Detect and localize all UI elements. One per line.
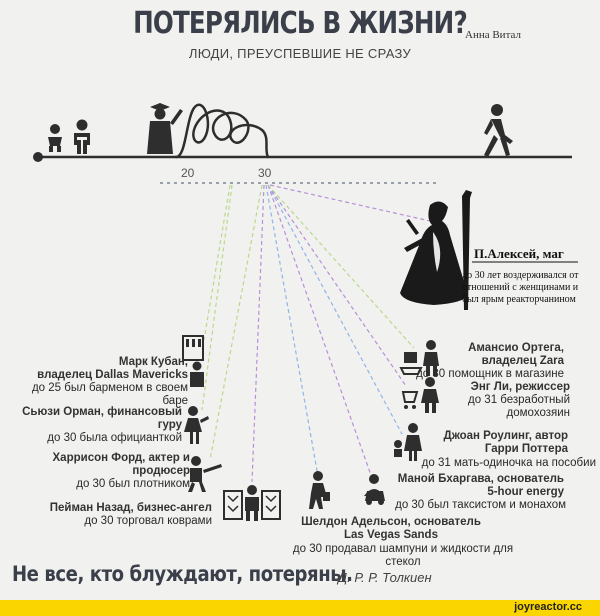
person-before: до 30 продавал шампуни и жидкости для	[292, 543, 514, 555]
boy-icon	[74, 119, 90, 154]
person-name: Харрисон Форд, актер и продюсер	[52, 452, 190, 477]
quote-author: Д. Р. Р. Толкиен	[338, 570, 432, 585]
person-before: до 30 был плотником	[76, 478, 190, 490]
timeline-start-dot	[33, 152, 43, 162]
waitress-icon	[184, 406, 209, 444]
person-role: Las Vegas Sands	[344, 529, 438, 541]
walking-person-icon	[484, 104, 513, 157]
person-name: Джоан Роулинг, автор	[443, 430, 568, 442]
wizard-line: отношений с женщинами и	[462, 282, 579, 293]
person-suze-orman: Сьюзи Орман, финансовый гуру до 30 была …	[0, 406, 182, 445]
age-tick-30: 30	[258, 166, 272, 180]
age-tick-20: 20	[181, 166, 195, 180]
wizard-name: П.Алексей, маг	[474, 246, 564, 261]
person-before: до 31 мать-одиночка на пособии	[421, 457, 596, 469]
person-name: Энг Ли, режиссер	[470, 381, 570, 393]
scribble-path	[174, 103, 270, 159]
connector-lines	[201, 184, 449, 483]
taxi-driver-icon	[365, 491, 385, 505]
carpet-seller-icon	[223, 485, 281, 521]
person-manoj-bhargava: Маной Бхаргава, основатель 5-hour energy	[380, 473, 564, 499]
person-before-cont: стекол	[385, 556, 421, 568]
graduate-icon	[147, 103, 183, 154]
person-joanne-rowling: Джоан Роулинг, автор Гарри Поттера	[390, 430, 568, 456]
person-joanne-rowling-before: до 31 мать-одиночка на пособии	[400, 457, 596, 470]
site-link[interactable]: joyreactor.cc	[514, 601, 582, 613]
person-before: до 31 безработный	[468, 394, 570, 406]
author-credit: Анна Витал	[465, 29, 521, 41]
person-sheldon-adelson-before: до 30 продавал шампуни и жидкости для ст…	[288, 543, 518, 569]
person-before: до 30 помощник в магазине	[416, 368, 564, 380]
child-icon	[48, 124, 62, 152]
person-sheldon-adelson: Шелдон Адельсон, основатель Las Vegas Sa…	[288, 516, 494, 542]
person-amancio-ortega: Амансио Ортега, владелец Zara до 30 помо…	[380, 342, 564, 381]
person-role: владелец Dallas Mavericks	[37, 369, 188, 381]
wizard-description: до 30 лет воздерживался от отношений с ж…	[462, 270, 594, 306]
site-footer-bar: joyreactor.cc	[0, 600, 600, 616]
person-name: Пейман Назад, бизнес-ангел	[49, 502, 212, 514]
person-payman-nazad: Пейман Назад, бизнес-ангел до 30 торгова…	[20, 502, 212, 528]
person-before: до 30 торговал коврами	[84, 515, 212, 527]
person-role: Гарри Поттера	[484, 443, 568, 455]
bartender-icon	[182, 335, 204, 387]
salesman-icon	[309, 471, 330, 509]
person-harrison-ford: Харрисон Форд, актер и продюсер до 30 бы…	[0, 452, 190, 491]
quote-text: Не все, кто блуждают, потеряны.	[12, 562, 353, 586]
infographic-canvas	[33, 103, 578, 521]
page-subtitle: ЛЮДИ, ПРЕУСПЕВШИЕ НЕ СРАЗУ	[188, 46, 412, 61]
person-before: до 30 была официанткой	[47, 432, 182, 444]
wizard-illustration	[400, 190, 472, 310]
person-name: Маной Бхаргава, основатель	[397, 473, 564, 485]
person-before: до 30 был таксистом и монахом	[395, 499, 566, 511]
person-mark-cuban: Марк Кубан, владелец Dallas Mavericks до…	[8, 356, 188, 408]
person-before: до 25 был барменом в своем баре	[31, 382, 188, 407]
person-name: Шелдон Адельсон, основатель	[301, 516, 481, 528]
person-name: Сьюзи Орман, финансовый гуру	[22, 406, 182, 431]
person-role: 5-hour energy	[487, 486, 564, 498]
house-husband-icon	[401, 377, 439, 413]
wizard-line: был ярым реакторчанином	[462, 294, 576, 305]
person-ang-lee: Энг Ли, режиссер до 31 безработный домох…	[400, 381, 570, 420]
person-manoj-bhargava-before: до 30 был таксистом и монахом	[380, 499, 566, 512]
person-name: Марк Кубан,	[118, 356, 188, 368]
page-title: ПОТЕРЯЛИСЬ В ЖИЗНИ?	[133, 6, 468, 41]
carpenter-icon	[188, 456, 222, 492]
single-mother-icon	[394, 423, 422, 461]
person-role: владелец Zara	[481, 355, 564, 367]
person-before-cont: домохозяин	[506, 407, 570, 419]
wizard-line: до 30 лет воздерживался от	[462, 270, 579, 281]
person-name: Амансио Ортега,	[468, 342, 564, 354]
store-worker-icon	[399, 340, 439, 376]
